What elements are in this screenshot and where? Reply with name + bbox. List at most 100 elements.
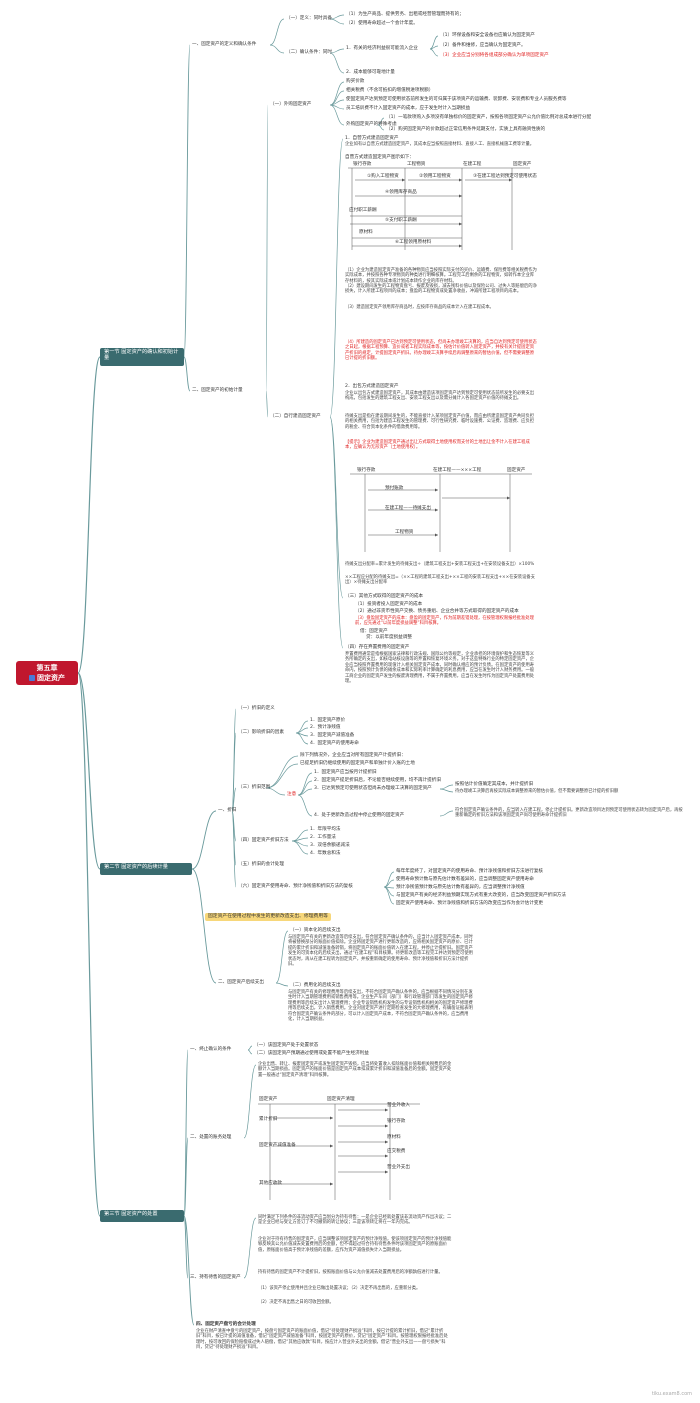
section-1-label: 第一节 固定资产的确认和初始计量 [104, 349, 179, 361]
s1-n2-a: （一）外购固定资产 [270, 102, 312, 107]
s1-n2-a-item7: （2）购买固定资产的价款超过正常信用条件延期支付，实质上具有融资性质的 [386, 127, 546, 132]
section-3-node[interactable]: 第三节 固定资产的处置 [100, 1210, 184, 1222]
s2-n1-c-item3: 1．固定资产应当按月计提折旧 [314, 770, 377, 775]
s2-n1-c-sub1: 按照估计价值确定其成本，并计提折旧 [455, 782, 534, 787]
flow1-step4: ④领用库存商品 [385, 190, 417, 195]
connector-3 [183, 44, 191, 358]
s2-n1-d-item2: 2．工作量法 [310, 835, 336, 840]
flow3-accum-dep: 累计折旧 [259, 1117, 278, 1122]
connector-11 [429, 35, 439, 50]
s1-n2-a-item2: 相关税费（不含可抵扣的增值税进项税额） [346, 88, 434, 93]
root-title-line1: 第五章 [36, 664, 58, 672]
s3-n3-p4: （1）该资产停止使用并且企业已做出处置决议；（2）决定不再出售的，应重新分类。 [258, 1286, 421, 1291]
connector-57 [275, 930, 289, 984]
s1-n2-b-p2-title: 自营方式建造固定资产图示如下： [345, 155, 414, 160]
connector-22 [377, 124, 385, 131]
s2-n1-d-item1: 1．年限平均法 [310, 827, 341, 832]
connector-14 [265, 104, 269, 392]
connector-60 [183, 1137, 189, 1217]
s3-n3: 三、持有待售的固定资产 [190, 1275, 241, 1280]
s1-n2-b-p6: （4）所建造的固定资产已达到预定可使用状态，但尚未办理竣工决算的，应当自达到预定… [345, 340, 537, 362]
section-2-node[interactable]: 第二节 固定资产的后续计量 [100, 863, 192, 875]
flow-arrow-97 [507, 496, 510, 500]
s1-n2-d-p: 弃置费用通常是指根据国家法律和行政法规、国际公约等规定，企业承担的环境保护和生态… [345, 652, 535, 685]
s3-n3-p5: （2）决定不再出售之日的可收回金额。 [258, 1300, 334, 1305]
flow-arrow-73 [402, 178, 405, 182]
s3-n3-p3: 持有待售的固定资产不计提折旧，按照账面价值与公允价值减去处置费用后的净额孰低进行… [258, 1270, 443, 1275]
flow-arrow-105 [330, 1144, 333, 1148]
connector-61 [183, 1215, 189, 1279]
s2-n1-e: （五）折旧的会计处理 [238, 862, 284, 867]
connector-10 [329, 52, 345, 74]
flow-arrow-117 [330, 1182, 333, 1186]
s2-n1-f-item1: 每年年度终了，对固定资产的使用寿命、预计净残值和折旧方法进行复核 [396, 869, 544, 874]
flow-self-build: 银行存款 工程物资 在建工程 固定资产 ①购入工程物资 ②领用工程物资 ③在建工… [345, 160, 537, 260]
connector-66 [243, 1217, 257, 1279]
s1-n1-cond-a: 1．有关的经济利益很可能流入企业 [346, 46, 418, 51]
connector-0 [77, 356, 101, 674]
flow-arrow-75 [459, 178, 462, 182]
s1-n2-b-p4: （2）建设期间发生的工程物资盘亏、报废及毁损，减去残料价值以及保险公司、过失人等… [345, 284, 537, 295]
connector-27 [191, 868, 217, 984]
flow-arrow-113 [385, 1154, 388, 1158]
flow3-tax: 应交税费 [387, 1149, 406, 1154]
flow-arrow-77 [509, 178, 512, 182]
connector-26 [191, 810, 217, 870]
s2-n1-b-item4: 4．固定资产的使用寿命 [310, 741, 359, 746]
s1-n2-b-p1: 企业如有以自营方式建造固定资产，其成本应当按照直接材料、直接人工、直接机械施工费… [345, 142, 535, 147]
s3-n4-p: 企业在财产清查中盘亏的固定资产，按盘亏固定资产的账面价值，借记“待处理财产损溢”… [196, 1329, 448, 1351]
flow-arrow-103 [330, 1116, 333, 1120]
s2-n1-c: （三）折旧范围 [238, 785, 271, 790]
connector-62 [183, 1215, 195, 1326]
s3-n1-item2: （二）该固定资产预期通过使用或处置不能产生经济利益 [254, 1051, 369, 1056]
connector-38 [265, 755, 299, 789]
root-node[interactable]: 第五章 固定资产 [16, 661, 78, 685]
connector-9 [329, 48, 345, 54]
s1-n2-a-item4: 员工培训费不计入固定资产的成本，应于发生时计入当期损益 [346, 106, 471, 111]
s1-n2-a-item5: （1）一笔款项购入多项没有单独标价的固定资产，按照各项固定资产公允价值比例对总成… [386, 115, 592, 120]
s3-n3-p2: 企业对于持有待售的固定资产，应当调整该项固定资产的预计净残值，使该项固定资产的预… [258, 1237, 452, 1253]
flow1-bank: 银行存款 [353, 162, 372, 167]
s1-n2-b-p1-title: 1．自营方式建造固定资产 [345, 136, 399, 141]
flow-arrow-111 [385, 1140, 388, 1144]
s1-n1-cond: （二）确认条件：同时 [286, 50, 332, 55]
flow3-fa: 固定资产 [259, 1097, 278, 1102]
s3-n2: 二、处置的账务处理 [190, 1135, 232, 1140]
connector-44 [297, 794, 313, 817]
s2-n1-f: （六）固定资产使用寿命、预计净残值和折旧方法的复核 [238, 884, 353, 889]
s3-n1: 一、终止确认的条件 [190, 1047, 232, 1052]
s1-n1-cond-a-item2: （2）备件和维修，应当确认为固定资产。 [440, 43, 526, 48]
connector-52 [383, 871, 395, 888]
flow-arrow-91 [435, 488, 438, 492]
connector-39 [265, 763, 299, 789]
s3-n4: 四、固定资产盘亏的会计处理 [196, 1322, 256, 1327]
flow3-nonop-income: 营业外收入 [387, 1103, 410, 1108]
connector-58 [275, 982, 289, 987]
s2-n2: 二、固定资产后续支出 [218, 980, 264, 985]
s2-n1-b-item2: 2．预计净残值 [310, 725, 341, 730]
watermark: tiku.exam8.com [651, 1391, 692, 1397]
flow2-prepay: 预付账款 [385, 486, 404, 491]
s2-n2-b: （二）费用化的后续支出 [290, 983, 341, 988]
s1-n2-c-extra2: 贷：以前年度损益调整 [366, 635, 412, 640]
s1-n2-c-item3: （3）盘盈固定资产的成本：盘盈的固定资产，作为前期差错处理，在按管理权限报经批准… [355, 616, 534, 627]
s3-n2-p: 企业出售、转让、报废固定资产或发生固定资产毁损，应当将处置收入扣除账面价值和相关… [258, 1062, 452, 1078]
s1-n2-b-p11: 待摊支出分配率=累计发生的待摊支出÷（建筑工程支出+安装工程支出+在安装设备支出… [345, 562, 535, 567]
connector-6 [269, 44, 285, 54]
flow2-bank: 银行存款 [357, 468, 376, 473]
s2-n1-d: （四）固定资产折旧方法 [238, 838, 289, 843]
s2-n1-a: （一）折旧的定义 [238, 706, 275, 711]
root-title-line2: 固定资产 [37, 674, 65, 682]
connector-46 [439, 788, 454, 793]
flow3-clearing: 固定资产清理 [327, 1097, 355, 1102]
s1-n1-cond-b: 2．成本能够可靠地计量 [346, 70, 395, 75]
connector-49 [291, 837, 309, 842]
s1-n2-c-item1: （1）投资者投入固定资产的成本 [355, 602, 423, 607]
flow1-payroll: 应付职工薪酬 [349, 208, 377, 213]
section-1-node[interactable]: 第一节 固定资产的确认和初始计量 [100, 348, 184, 366]
flow1-raw: 原材料 [359, 230, 373, 235]
connector-45 [439, 784, 454, 790]
flow1-step2: ②领用工程物资 [419, 174, 451, 179]
s2-n1-f-item5: 固定资产使用寿命、预计净残值和折旧方法的改变应当作为会计估计变更 [396, 901, 544, 906]
flow1-materials: 工程物资 [407, 162, 426, 167]
